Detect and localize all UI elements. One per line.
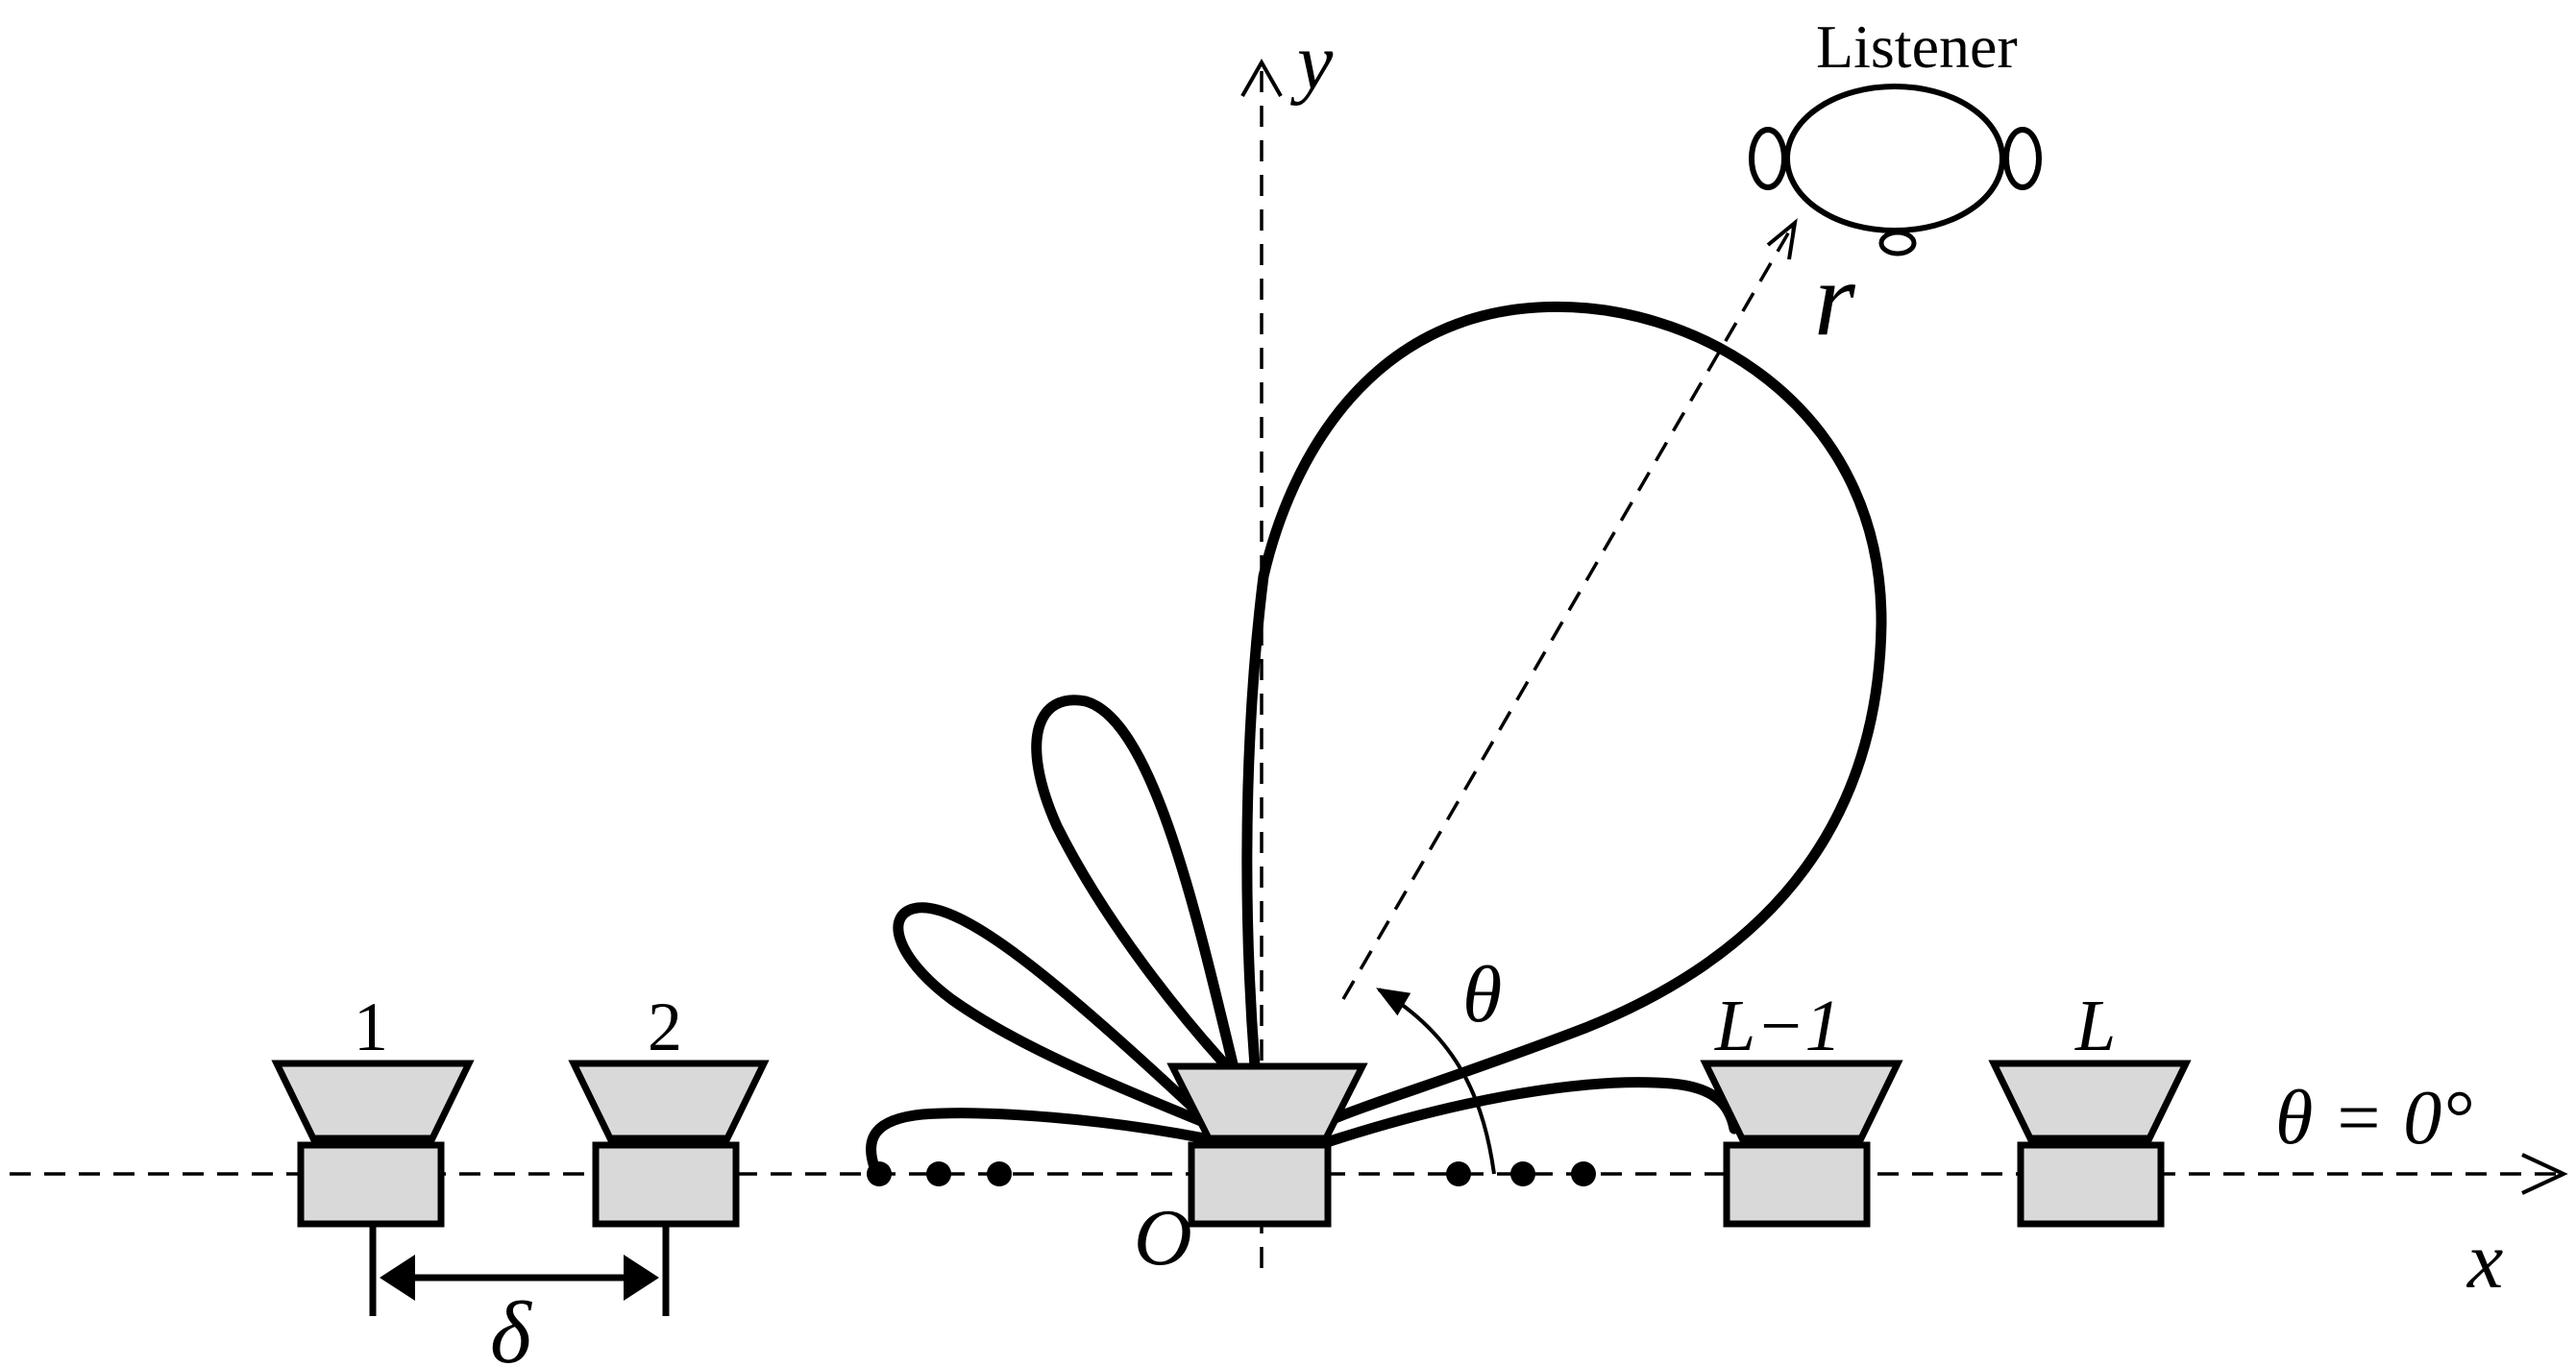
right-grazing-lobe [1318,1077,1740,1149]
speaker-L-label: L [2074,986,2116,1066]
theta-label: θ [1462,950,1502,1039]
x-axis-label: x [2466,1216,2503,1306]
left-ear [1749,127,1787,190]
theta-arc [1376,988,1496,1175]
listener-head [1749,84,2042,256]
listener-label: Listener [1816,12,2018,81]
speaker-L [1988,1060,2192,1228]
r-vector [1341,227,1794,1000]
speaker-L-minus-1 [1700,1060,1903,1228]
right-ellipsis [1446,1161,1596,1186]
nose [1878,230,1917,256]
x-axis-arrowhead [2521,1153,2568,1195]
delta-dimension [369,1224,670,1316]
beam-pattern [866,301,1887,1173]
speaker-2 [568,1060,770,1228]
left-lower-lobe [893,902,1218,1132]
left-side-lobe [1031,695,1241,1082]
y-axis-arrowhead [1240,58,1283,97]
right-ear [2003,127,2042,190]
origin-label: O [1134,1193,1192,1282]
main-lobe [1241,301,1887,1128]
r-arrowhead [1766,218,1798,260]
speaker-2-label: 2 [648,989,682,1065]
speaker-1-label: 1 [354,989,388,1065]
speaker-1 [271,1060,475,1228]
speaker-L-minus-1-label: L−1 [1714,986,1842,1066]
speaker-center [1166,1062,1368,1228]
y-axis-label: y [1289,17,1334,107]
left-ellipsis [867,1161,1012,1186]
delta-label: δ [490,1283,532,1367]
r-label: r [1814,240,1856,357]
theta-zero-label: θ = 0° [2275,1076,2472,1160]
left-grazing-lobe [866,1108,1211,1173]
